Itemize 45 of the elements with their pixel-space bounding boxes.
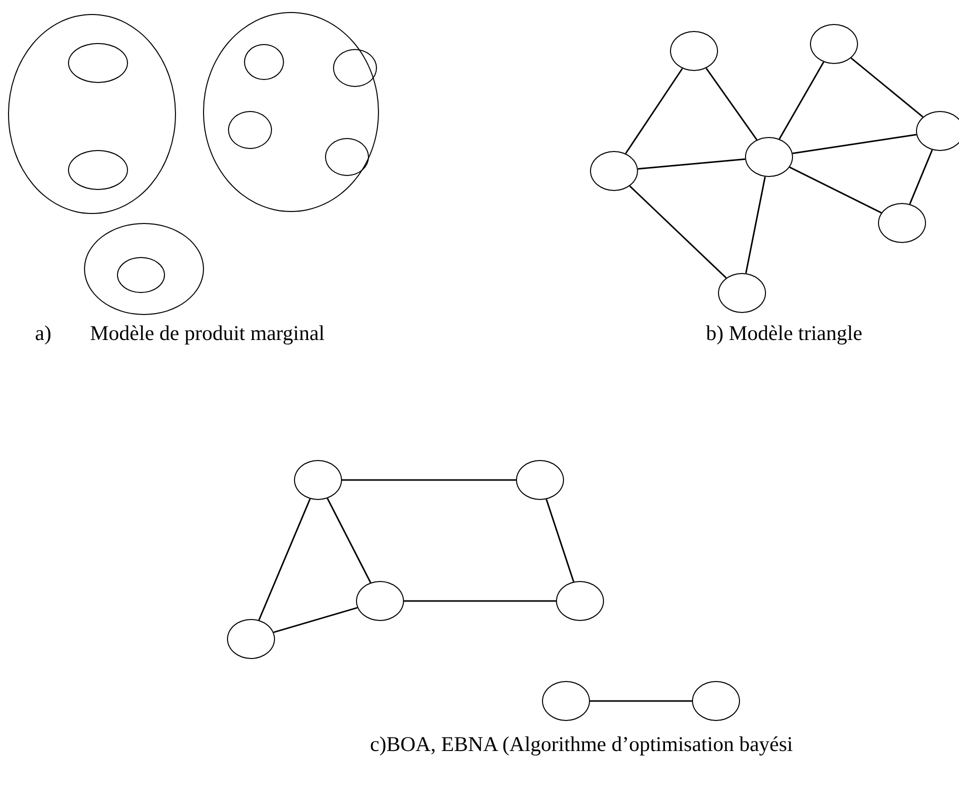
connector-line	[638, 158, 746, 170]
ellipse-node	[542, 681, 590, 721]
ellipse-node	[670, 31, 718, 71]
ellipse-node	[228, 110, 272, 148]
connector-line	[629, 186, 727, 278]
ellipse-node	[692, 681, 740, 721]
ellipse-node	[84, 223, 204, 315]
ellipse-node	[878, 203, 926, 243]
ellipse-node	[745, 137, 793, 177]
ellipse-node	[324, 138, 368, 176]
connector-line	[404, 600, 556, 602]
ellipse-node	[810, 24, 858, 64]
ellipse-node	[244, 44, 284, 80]
connector-line	[342, 479, 516, 481]
connector-line	[745, 176, 766, 274]
connector-line	[258, 498, 311, 620]
ellipse-node	[590, 151, 638, 191]
connector-line	[625, 68, 683, 154]
ellipse-node	[718, 273, 766, 313]
connector-line	[909, 150, 933, 204]
connector-line	[546, 499, 574, 582]
connector-line	[792, 134, 916, 154]
ellipse-node	[294, 460, 342, 500]
connector-line	[326, 498, 372, 583]
caption-text: b) Modèle triangle	[706, 323, 862, 344]
ellipse-node	[68, 150, 128, 190]
ellipse-node	[68, 42, 128, 82]
ellipse-node	[332, 48, 376, 86]
ellipse-node	[356, 581, 404, 621]
ellipse-node	[916, 111, 959, 151]
connector-line	[778, 62, 824, 140]
connector-line	[273, 606, 358, 634]
ellipse-node	[116, 256, 164, 292]
caption-text: a)	[35, 323, 52, 344]
connector-line	[706, 68, 758, 140]
ellipse-node	[227, 619, 275, 659]
connector-line	[590, 700, 692, 702]
ellipse-node	[556, 581, 604, 621]
ellipse-node	[203, 12, 379, 212]
ellipse-node	[8, 14, 176, 214]
ellipse-node	[516, 460, 564, 500]
caption-text: Modèle de produit marginal	[90, 323, 325, 344]
connector-line	[789, 166, 882, 214]
caption-text: c)BOA, EBNA (Algorithme d’optimisation bayési	[370, 734, 793, 755]
connector-line	[850, 57, 924, 118]
